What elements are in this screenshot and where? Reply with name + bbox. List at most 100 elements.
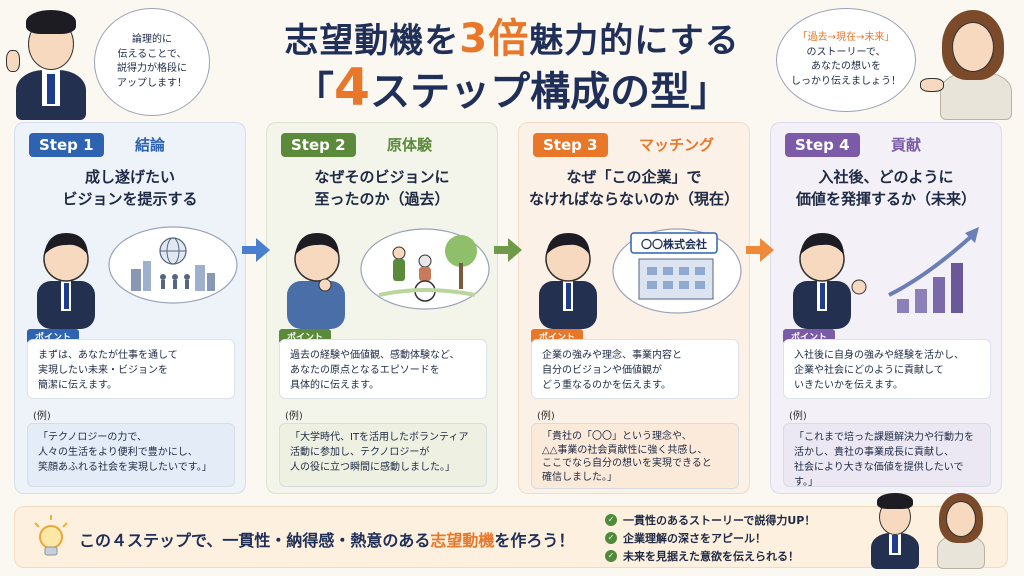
businessman-figure bbox=[37, 233, 95, 329]
point-line: 入社後に自身の強みや経験を活かし、 bbox=[794, 350, 964, 361]
company-illustration: 〇〇株式会社 bbox=[539, 228, 742, 329]
example-line: 「これまで培った課題解決力や行動力を bbox=[794, 432, 974, 443]
benefit-text: 一貫性のあるストーリーで説得力UP！ bbox=[623, 514, 816, 527]
check-icon: ✓ bbox=[605, 514, 617, 526]
speech-bubble-right: 「過去→現在→未来」 のストーリーで、 あなたの想いを しっかり伝えましょう！ bbox=[776, 8, 916, 112]
example-label: (例) bbox=[537, 411, 555, 422]
title-text-a: 志望動機を bbox=[284, 21, 460, 61]
point-box: 企業の強みや理念、事業内容と 自分のビジョンや価値観が どう重なるのかを伝えます… bbox=[531, 339, 739, 399]
point-line: 自分のビジョンや価値観が bbox=[542, 365, 662, 376]
example-line: 活かし、貴社の事業成長に貢献し、 bbox=[794, 447, 954, 458]
point-line: 実現したい未来・ビジョンを bbox=[38, 365, 168, 376]
step-heading-line: なぜ「この企業」で bbox=[566, 168, 702, 186]
step-heading: 成し遂げたい ビジョンを提示する bbox=[15, 167, 245, 211]
example-label: (例) bbox=[789, 411, 807, 422]
step-heading-line: 成し遂げたい bbox=[84, 168, 175, 186]
globe-icon bbox=[159, 237, 187, 265]
point-line: どう重なるのかを伝えます。 bbox=[542, 380, 671, 391]
thinking-man-figure bbox=[287, 233, 345, 329]
vision-illustration bbox=[37, 226, 238, 329]
step-badge: Step 1 bbox=[29, 133, 104, 157]
example-box: 「これまで培った課題解決力や行動力を 活かし、貴社の事業成長に貢献し、 社会によ… bbox=[783, 423, 991, 488]
benefit-text: 未来を見据えた意欲を伝えられる！ bbox=[623, 550, 799, 563]
example-box: 「大学時代、ITを活用したボランティア 活動に参加し、テクノロジーが 人の役に立… bbox=[279, 423, 487, 487]
example-label: (例) bbox=[285, 411, 303, 422]
example-line: 笑顔あふれる社会を実現したいです。」 bbox=[38, 462, 212, 473]
page-title: 志望動機を3倍魅力的にする bbox=[0, 6, 1024, 64]
point-line: 企業や社会にどのように貢献して bbox=[794, 365, 944, 376]
example-line: 社会により大きな価値を提供したいです。」 bbox=[794, 462, 964, 488]
benefit-text: 企業理解の深さをアピール！ bbox=[623, 532, 766, 545]
benefit-list: ✓ 一貫性のあるストーリーで説得力UP！ ✓ 企業理解の深さをアピール！ ✓ 未… bbox=[605, 511, 815, 565]
point-line: 過去の経験や価値観、感動体験など、 bbox=[290, 350, 460, 361]
point-box: 入社後に自身の強みや経験を活かし、 企業や社会にどのように貢献して いきたいかを… bbox=[783, 339, 991, 399]
example-box: 「テクノロジーの力で、 人々の生活をより便利で豊かにし、 笑顔あふれる社会を実現… bbox=[27, 423, 235, 487]
step-name: マッチング bbox=[639, 136, 715, 154]
benefit-item: ✓ 企業理解の深さをアピール！ bbox=[605, 529, 815, 547]
step-heading-line: 至ったのか（過去） bbox=[314, 189, 450, 208]
example-line: 「貴社の「〇〇」という理念や、 bbox=[542, 431, 692, 442]
businessman-figure bbox=[793, 233, 867, 329]
step-heading-line: ビジョンを提示する bbox=[62, 189, 198, 208]
bubble-right-line: あなたの想いを bbox=[811, 61, 881, 72]
bubble-left-line: 論理的に bbox=[132, 34, 172, 45]
subtitle-close: 」 bbox=[690, 69, 731, 115]
example-box: 「貴社の「〇〇」という理念や、 △△事業の社会貢献性に強く共感し、 ここでなら自… bbox=[531, 423, 739, 489]
point-line: いきたいかを伝えます。 bbox=[794, 380, 903, 391]
bubble-right-line: しっかり伝えましょう！ bbox=[791, 75, 901, 87]
example-line: △△事業の社会貢献性に強く共感し、 bbox=[542, 444, 708, 456]
subtitle-text: ステップ構成の型 bbox=[370, 69, 691, 115]
closing-message: この４ステップで、一貫性・納得感・熱意のある志望動機を作ろう！ bbox=[79, 527, 574, 551]
chart-arrow-icon bbox=[888, 227, 979, 313]
check-icon: ✓ bbox=[605, 532, 617, 544]
building-icon bbox=[638, 258, 714, 300]
benefit-item: ✓ 一貫性のあるストーリーで説得力UP！ bbox=[605, 511, 815, 529]
growth-illustration bbox=[793, 227, 979, 329]
bubble-right-line: 「過去→現在→未来」 bbox=[797, 32, 895, 43]
step-heading: なぜ「この企業」で なければならないのか（現在） bbox=[519, 167, 749, 211]
closing-text-b: を作ろう！ bbox=[494, 531, 575, 550]
bubble-left-line: アップします！ bbox=[117, 77, 187, 89]
arrow-right-icon bbox=[242, 238, 270, 262]
step-heading: 入社後、どのように 価値を発揮するか（未来） bbox=[771, 167, 1001, 211]
example-line: 活動に参加し、テクノロジーが bbox=[290, 447, 430, 458]
point-line: 企業の強みや理念、事業内容と bbox=[542, 350, 682, 361]
point-line: 簡潔に伝えます。 bbox=[38, 380, 117, 391]
closing-text-a: この４ステップで、一貫性・納得感・熱意のある bbox=[79, 531, 431, 550]
title-accent: 3倍 bbox=[459, 16, 530, 62]
presenter-man-avatar bbox=[4, 4, 94, 120]
example-label: (例) bbox=[33, 411, 51, 422]
arrow-right-icon bbox=[746, 238, 774, 262]
example-line: 人の役に立つ瞬間に感動しました。」 bbox=[290, 462, 455, 473]
presenter-woman-avatar bbox=[920, 4, 1020, 120]
step-card-4: Step 4 貢献 入社後、どのように 価値を発揮するか（未来） ポイント 入社… bbox=[770, 122, 1002, 494]
step-badge: Step 3 bbox=[533, 133, 608, 157]
step-heading-line: 価値を発揮するか（未来） bbox=[795, 189, 976, 208]
point-line: 具体的に伝えます。 bbox=[290, 380, 379, 391]
check-icon: ✓ bbox=[605, 550, 617, 562]
point-line: まずは、あなたが仕事を通して bbox=[38, 350, 178, 361]
point-box: まずは、あなたが仕事を通して 実現したい未来・ビジョンを 簡潔に伝えます。 bbox=[27, 339, 235, 399]
example-line: ここでなら自分の想いを実現できると bbox=[542, 458, 712, 469]
subtitle-open: 「 bbox=[293, 69, 334, 115]
benefit-item: ✓ 未来を見据えた意欲を伝えられる！ bbox=[605, 547, 815, 565]
example-line: 人々の生活をより便利で豊かにし、 bbox=[38, 447, 198, 458]
step-heading: なぜそのビジョンに 至ったのか（過去） bbox=[267, 167, 497, 211]
step-badge: Step 4 bbox=[785, 133, 860, 157]
step-name: 結論 bbox=[135, 136, 166, 154]
bubble-left-line: 伝えることで、 bbox=[117, 48, 187, 60]
lightbulb-icon bbox=[34, 515, 68, 556]
summary-bar: この４ステップで、一貫性・納得感・熱意のある志望動機を作ろう！ ✓ 一貫性のある… bbox=[14, 493, 1008, 569]
subtitle-accent: 4 bbox=[333, 58, 371, 118]
step-heading-line: なぜそのビジョンに bbox=[314, 168, 450, 186]
pair-woman-avatar bbox=[929, 493, 993, 569]
example-line: 確信しました。」 bbox=[542, 471, 617, 483]
example-line: 「テクノロジーの力で、 bbox=[38, 432, 147, 443]
volunteer-illustration bbox=[287, 228, 490, 329]
pair-man-avatar bbox=[865, 493, 925, 569]
step-card-3: Step 3 マッチング なぜ「この企業」で なければならないのか（現在） 〇〇… bbox=[518, 122, 750, 494]
step-heading-line: なければならないのか（現在） bbox=[528, 189, 739, 208]
step-badge: Step 2 bbox=[281, 133, 356, 157]
step-name: 原体験 bbox=[387, 136, 433, 154]
example-line: 「大学時代、ITを活用したボランティア bbox=[290, 432, 469, 443]
